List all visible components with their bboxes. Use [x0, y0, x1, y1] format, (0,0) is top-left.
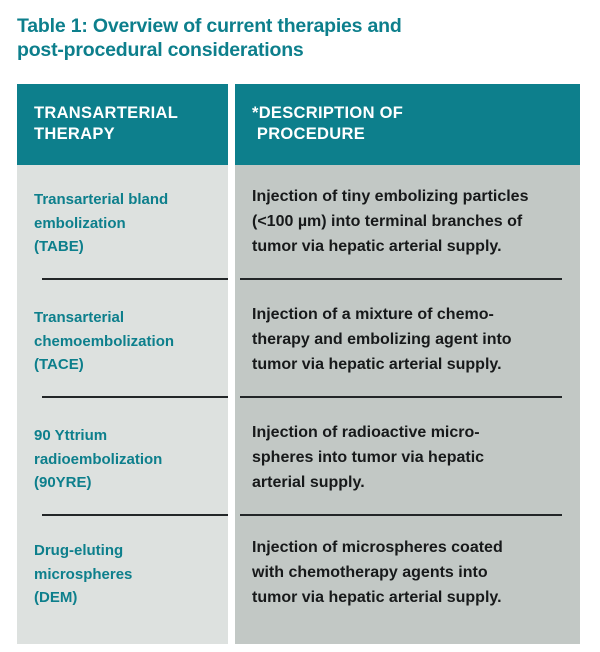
therapies-table: TRANSARTERIAL THERAPY Transarterial blan… — [0, 84, 600, 644]
therapy-line-1: Transarterial bland — [34, 191, 169, 208]
column-right-background — [235, 165, 580, 644]
column-header-description-of-procedure: *DESCRIPTION OF PROCEDURE — [235, 84, 580, 165]
description-line-1: Injection of microspheres coated — [252, 539, 503, 556]
description-line-2: therapy and embolizing agent into — [252, 331, 512, 348]
description-line-2: (<100 µm) into terminal branches of — [252, 213, 523, 230]
header-line-1: *DESCRIPTION OF — [252, 104, 404, 122]
header-line-1: TRANSARTERIAL — [34, 104, 179, 122]
therapy-line-1: 90 Yttrium — [34, 427, 108, 444]
header-line-2: PROCEDURE — [252, 125, 366, 143]
therapy-line-2: radioembolization — [34, 450, 163, 468]
description-line-2: with chemotherapy agents into — [252, 564, 488, 581]
therapy-line-1: Transarterial — [34, 309, 125, 326]
table-row-description-3: Injection of radioactive micro- spheres … — [235, 420, 580, 495]
column-left-background — [17, 165, 228, 644]
table-row-description-2: Injection of a mixture of chemo- therapy… — [235, 302, 580, 377]
title-line-2: post-procedural considerations — [17, 39, 304, 61]
description-line-3: tumor via hepatic arterial supply. — [252, 356, 502, 373]
therapy-line-3: (90YRE) — [34, 474, 92, 491]
description-line-1: Injection of tiny embolizing particles — [252, 188, 529, 205]
description-line-3: tumor via hepatic arterial supply. — [252, 589, 502, 606]
column-header-transarterial-therapy: TRANSARTERIAL THERAPY — [17, 84, 228, 165]
header-line-2: THERAPY — [34, 125, 115, 143]
column-description-of-procedure: *DESCRIPTION OF PROCEDURE Injection of t… — [235, 84, 580, 644]
row-divider-2-right — [240, 396, 562, 398]
table-row-therapy-4: Drug-eluting microspheres (DEM) — [17, 539, 228, 610]
description-line-3: arterial supply. — [252, 474, 365, 491]
page-title: Table 1: Overview of current therapies a… — [17, 14, 557, 62]
description-line-1: Injection of radioactive micro- — [252, 424, 480, 441]
row-divider-3-left — [42, 514, 228, 516]
therapy-line-3: (TACE) — [34, 356, 84, 373]
title-line-1: Table 1: Overview of current therapies a… — [17, 15, 402, 37]
therapy-line-2: embolization — [34, 214, 126, 232]
row-divider-1-left — [42, 278, 228, 280]
row-divider-3-right — [240, 514, 562, 516]
therapy-line-3: (DEM) — [34, 589, 78, 606]
table-row-therapy-2: Transarterial chemoembolization (TACE) — [17, 306, 228, 377]
table-row-description-1: Injection of tiny embolizing particles (… — [235, 184, 580, 259]
column-transarterial-therapy: TRANSARTERIAL THERAPY Transarterial blan… — [17, 84, 228, 644]
table-row-therapy-1: Transarterial bland embolization (TABE) — [17, 188, 228, 259]
description-line-1: Injection of a mixture of chemo- — [252, 306, 494, 323]
therapy-line-1: Drug-eluting — [34, 542, 124, 559]
row-divider-2-left — [42, 396, 228, 398]
therapy-line-2: chemoembolization — [34, 332, 175, 350]
description-line-3: tumor via hepatic arterial supply. — [252, 238, 502, 255]
table-row-therapy-3: 90 Yttrium radioembolization (90YRE) — [17, 424, 228, 495]
therapy-line-2: microspheres — [34, 565, 133, 583]
row-divider-1-right — [240, 278, 562, 280]
therapy-line-3: (TABE) — [34, 238, 84, 255]
description-line-2: spheres into tumor via hepatic — [252, 449, 485, 466]
table-row-description-4: Injection of microspheres coated with ch… — [235, 535, 580, 610]
